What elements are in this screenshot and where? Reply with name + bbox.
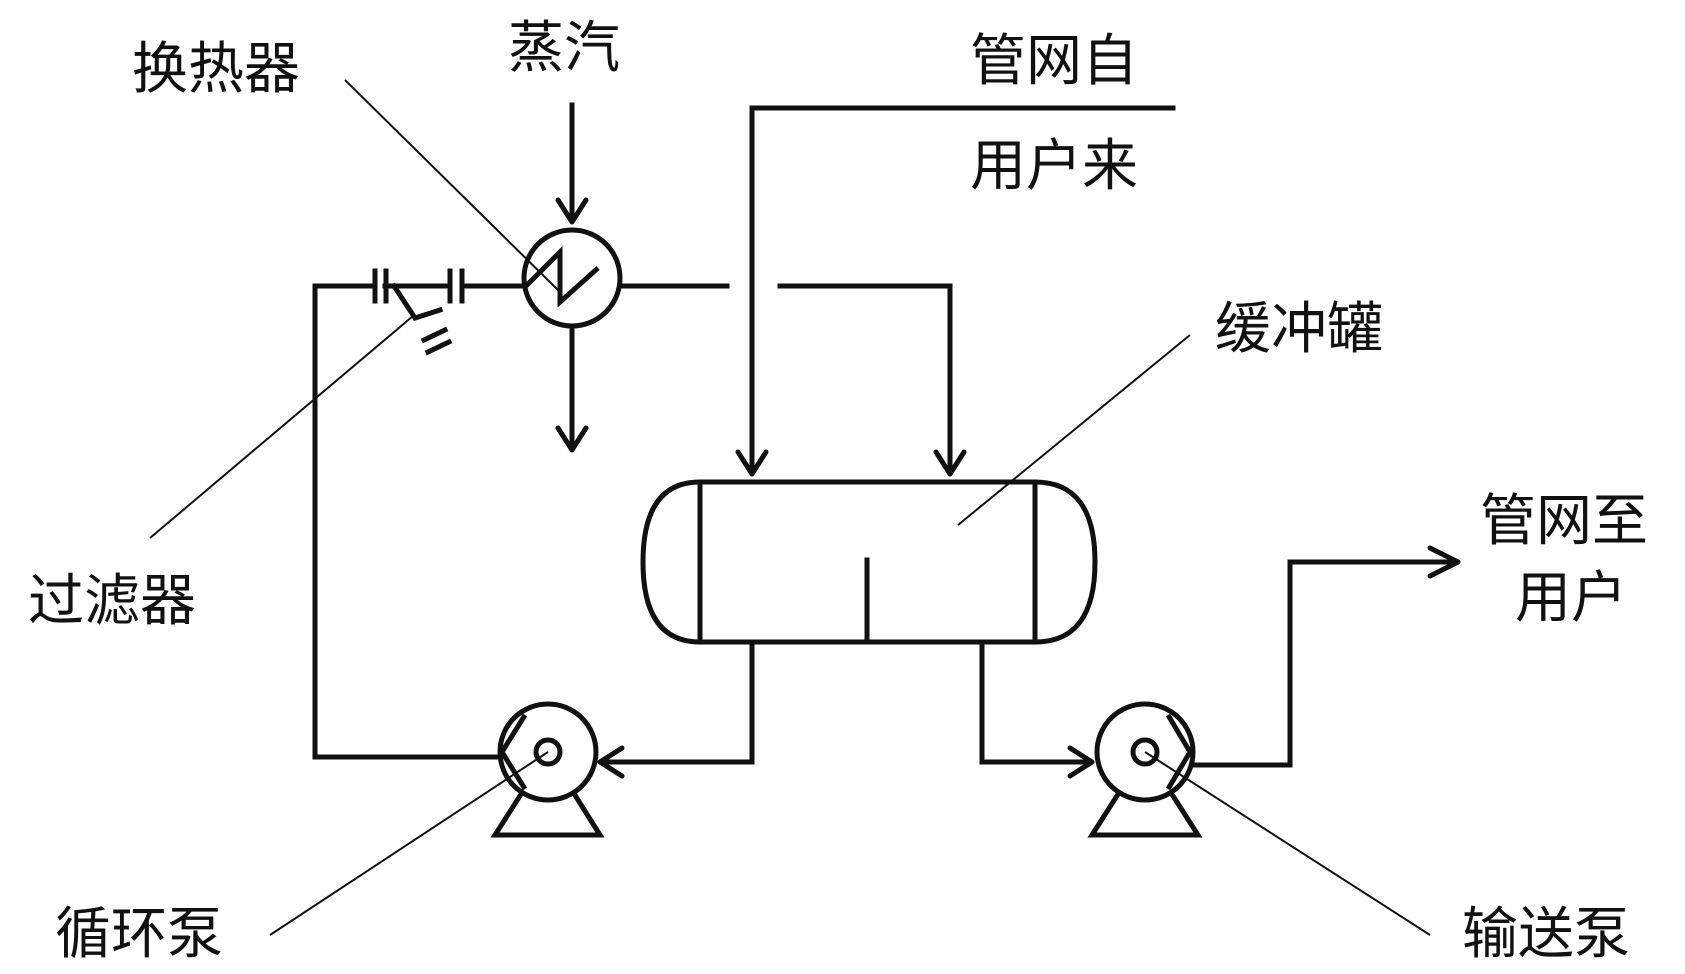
heat-exchanger-label: 换热器	[132, 37, 300, 102]
delivery-outlet-line	[1189, 545, 1461, 768]
steam-label: 蒸汽	[508, 16, 620, 81]
circulation-pump-leader	[269, 751, 549, 936]
circulation-pump	[490, 701, 605, 838]
tank-to-delivery-pump-line	[979, 639, 1095, 779]
filter	[372, 268, 465, 356]
delivery-pump	[1087, 701, 1203, 838]
circulation-pump-label: 循环泵	[55, 902, 223, 967]
to-network-label-line1: 管网至	[1480, 489, 1648, 554]
tank-to-circulation-pump-line	[597, 639, 755, 779]
condensate-outlet-line	[555, 322, 589, 453]
delivery-pump-label: 输送泵	[1462, 902, 1630, 967]
steam-inlet-line	[555, 102, 589, 225]
circulation-return-line	[312, 283, 527, 760]
network-return-line	[735, 105, 1176, 477]
buffer-tank-label: 缓冲罐	[1215, 297, 1383, 362]
heat-exchanger-leader	[344, 79, 561, 293]
from-network-label-line2: 用户来	[970, 134, 1138, 199]
buffer-tank	[640, 479, 1098, 645]
from-network-label-line1: 管网自	[970, 29, 1138, 94]
heat-exchanger	[521, 227, 623, 329]
heater-to-tank-line	[617, 283, 967, 477]
delivery-pump-leader	[1144, 751, 1431, 936]
filter-label: 过滤器	[28, 569, 196, 634]
filter-leader	[149, 315, 414, 539]
buffer-tank-leader	[957, 334, 1191, 526]
to-network-label-line2: 用户	[1515, 566, 1627, 631]
